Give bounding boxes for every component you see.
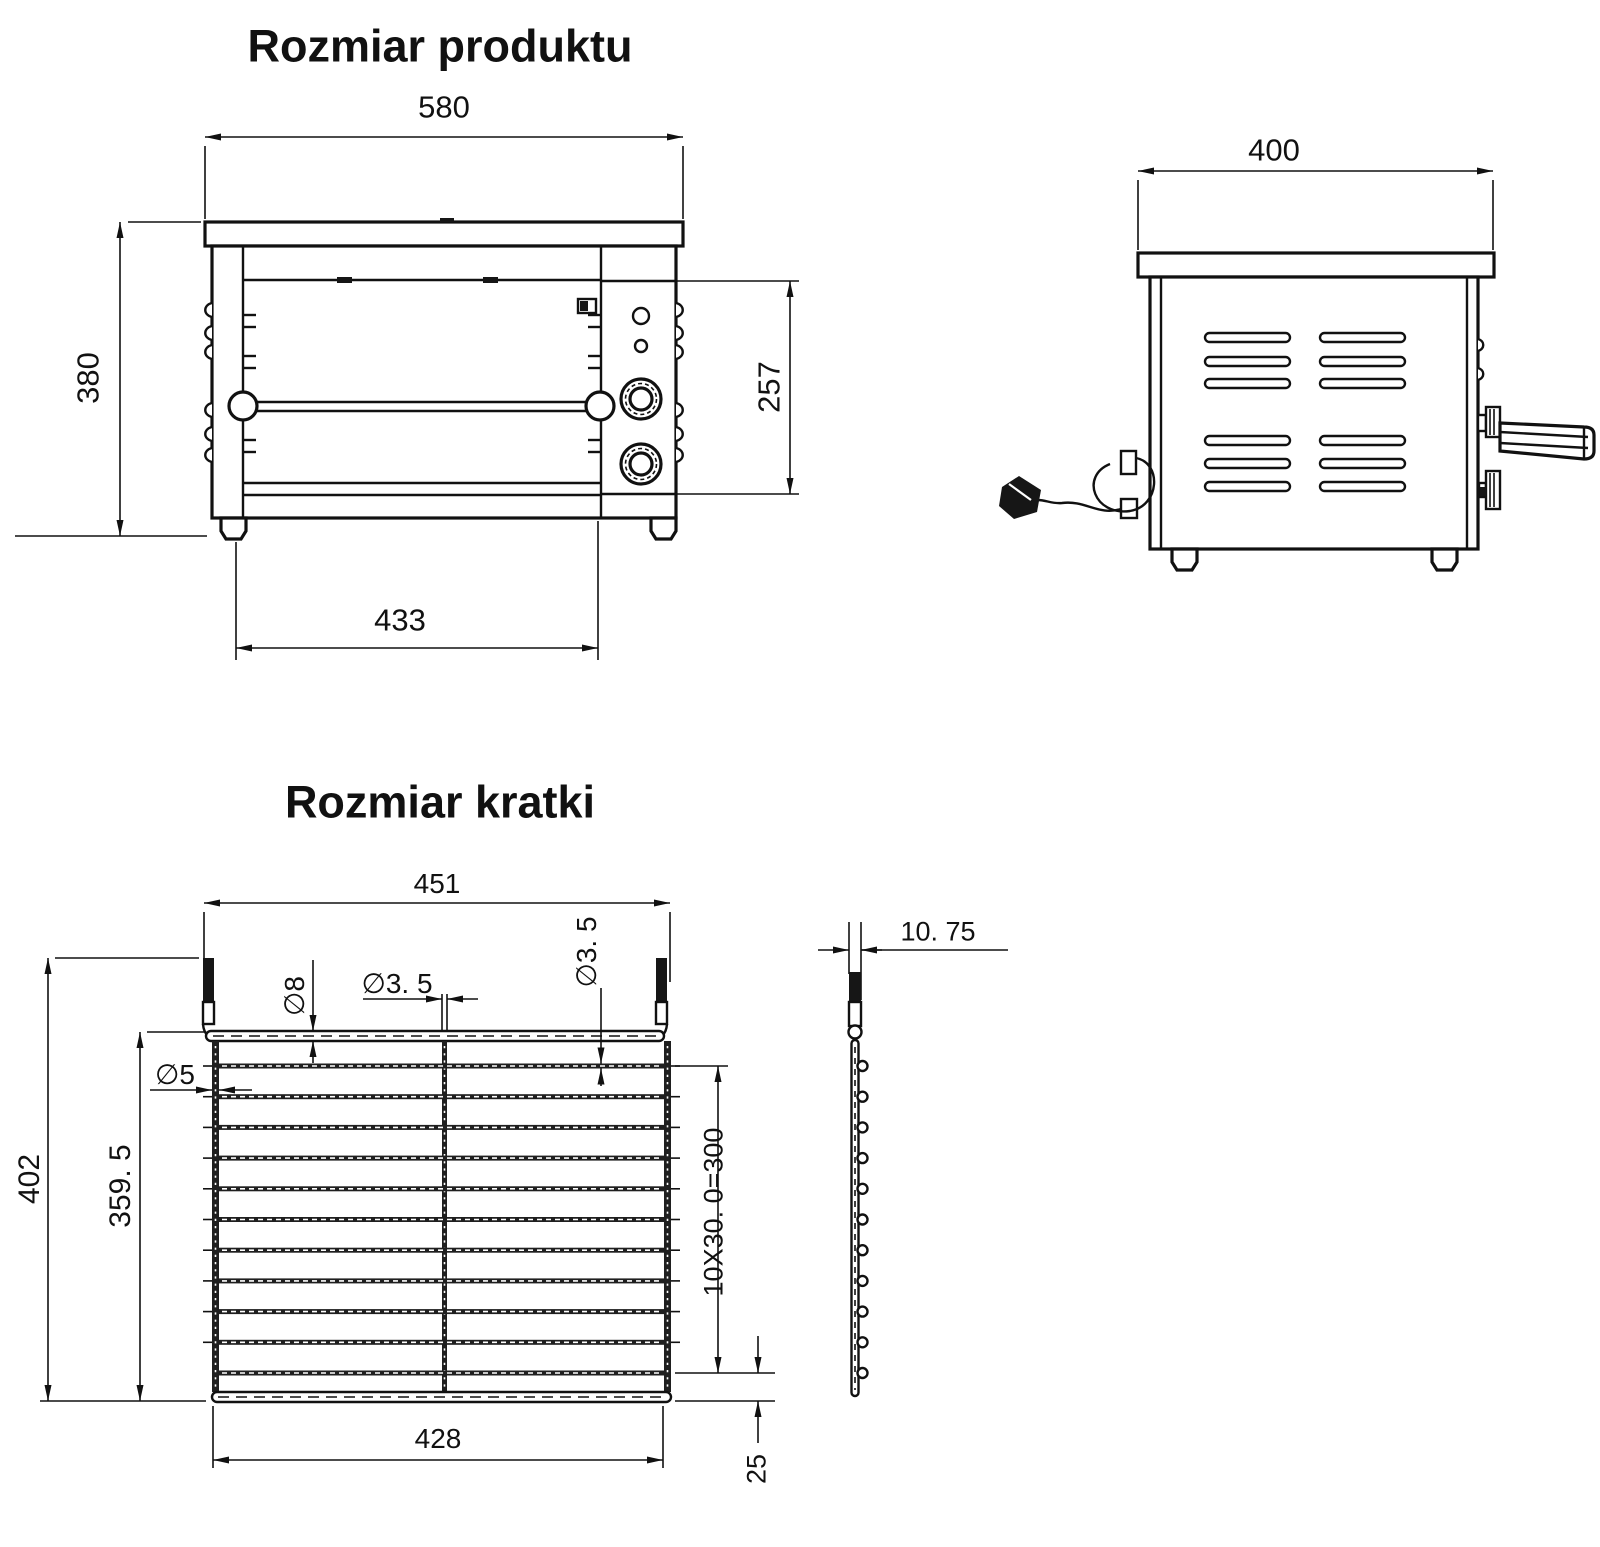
dim-grate-overall-width: 451 [413,868,461,899]
dim-grate-cross-wire-dia: ∅3. 5 [571,916,602,988]
dim-side-overall-depth: 400 [1248,132,1300,168]
knob-lower-front [619,442,663,486]
front-view-drawing [15,133,799,660]
dim-grate-center-bar-dia: ∅3. 5 [361,968,433,999]
dim-grate-bottom-offset: 25 [741,1453,772,1485]
side-knob [1477,469,1502,511]
knob-upper-front [619,377,663,421]
side-view-drawing [999,167,1596,572]
grate-view-title: Rozmiar kratki [284,776,596,828]
dim-grate-top-bar-dia: ∅8 [279,976,310,1016]
dim-grate-inner-width: 428 [414,1423,462,1454]
dim-grate-frame-wire-dia: ∅5 [155,1059,195,1090]
dim-front-panel-height: 257 [751,361,787,413]
dim-grate-inner-height: 359. 5 [104,1144,137,1228]
dim-front-overall-height: 380 [70,352,106,404]
dim-grate-thickness: 10. 75 [900,916,976,947]
grate-plan-drawing [40,899,775,1468]
dim-front-overall-width: 580 [418,89,470,125]
grate-profile-drawing [818,922,1008,1398]
dim-grate-overall-height: 402 [13,1153,46,1205]
dim-front-inner-width: 433 [374,602,426,638]
side-handle [1476,405,1596,461]
product-view-title: Rozmiar produktu [247,20,633,72]
power-cord [999,449,1156,520]
dim-grate-wire-pitch: 10X30. 0=300 [698,1127,729,1297]
